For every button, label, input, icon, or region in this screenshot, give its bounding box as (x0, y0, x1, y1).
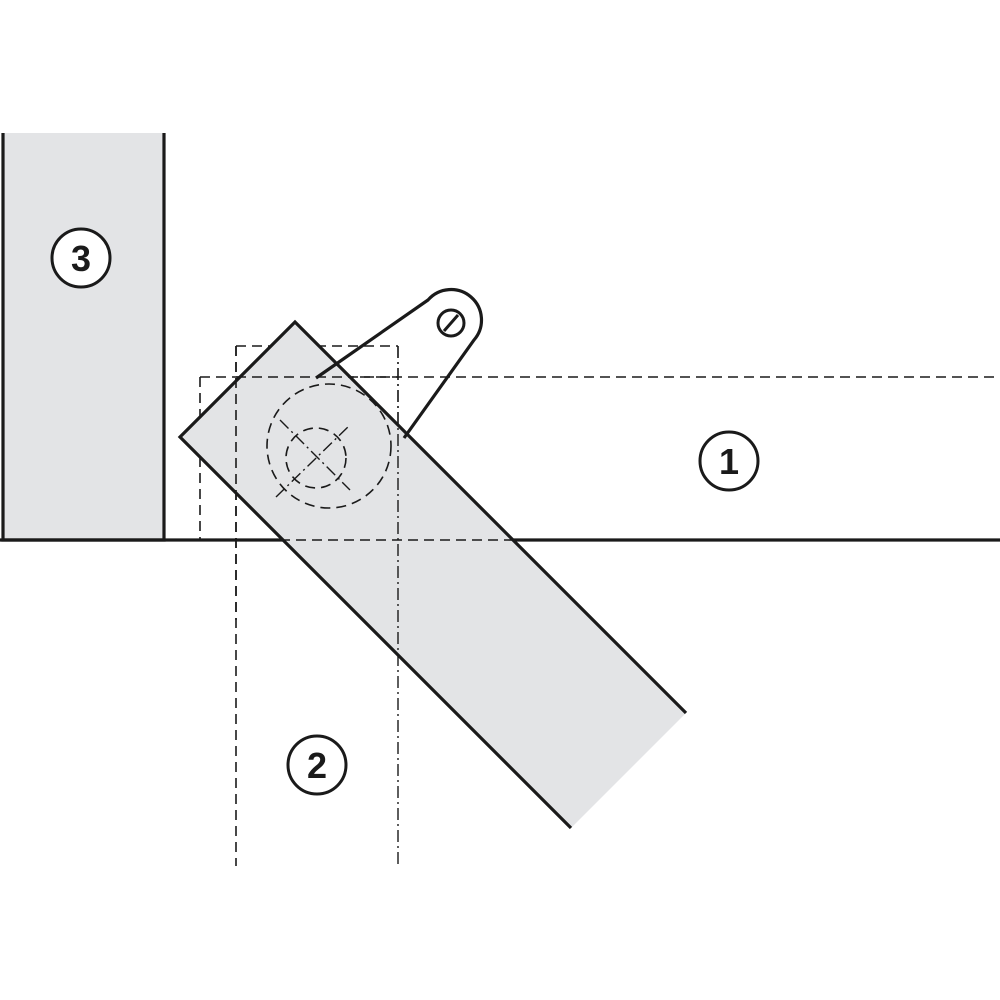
hinge-arm (315, 287, 484, 439)
part-3-panel (3, 133, 164, 540)
hinge-cup-inner-dashed (285, 427, 347, 489)
screw-icon (436, 308, 466, 338)
callout-3-label: 3 (71, 238, 91, 279)
rotated-part-outline-a (177, 319, 688, 830)
centre-mark-b (275, 424, 351, 498)
callout-2: 2 (286, 734, 348, 796)
callout-2-label: 2 (307, 745, 327, 786)
callout-3: 3 (50, 227, 112, 289)
hinge-cup-outer-dashed (266, 383, 392, 509)
callout-1: 1 (698, 430, 760, 492)
centre-mark-a (279, 419, 351, 491)
rotated-part (180, 322, 686, 828)
callout-1-label: 1 (719, 441, 739, 482)
